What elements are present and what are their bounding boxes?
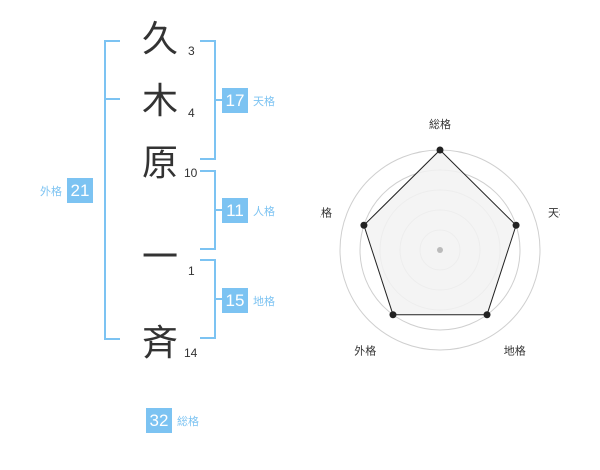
radar-point-1	[436, 146, 444, 154]
chikaku-badge: 15 地格	[222, 288, 275, 313]
stroke-count-1: 3	[188, 44, 195, 58]
radar-point-3	[483, 311, 491, 319]
radar-center-dot	[437, 247, 443, 253]
stroke-count-4: 1	[188, 264, 195, 278]
gaikaku-value: 21	[67, 178, 93, 203]
chikaku-value: 15	[222, 288, 248, 313]
gaikaku-label: 外格	[40, 184, 62, 198]
gaikaku-badge: 外格 21	[40, 178, 93, 203]
stroke-count-3: 10	[184, 166, 198, 180]
radar-axis-label-5: 人格	[320, 205, 332, 219]
tenkaku-label: 天格	[253, 94, 275, 108]
radar-point-4	[389, 311, 397, 319]
name-char-3: 原	[141, 143, 178, 184]
gaikaku-bracket	[104, 40, 120, 340]
stroke-count-2: 4	[188, 106, 195, 120]
soukaku-value: 32	[146, 408, 172, 433]
tenkaku-connector	[214, 99, 222, 101]
jinkaku-label: 人格	[253, 204, 275, 218]
tenkaku-value: 17	[222, 88, 248, 113]
radar-point-2	[512, 221, 520, 229]
name-char-2: 木	[141, 81, 178, 122]
radar-axis-label-2: 天格	[548, 205, 560, 219]
jinkaku-badge: 11 人格	[222, 198, 275, 223]
stroke-count-5: 14	[184, 346, 198, 360]
jinkaku-value: 11	[222, 198, 248, 223]
chikaku-connector	[214, 298, 222, 300]
tenkaku-badge: 17 天格	[222, 88, 275, 113]
fortune-radar-chart: 総格天格地格 外格 人格	[320, 117, 560, 358]
name-char-5: 斉	[141, 323, 178, 364]
radar-data-polygon	[363, 149, 517, 316]
radar-point-5	[360, 221, 368, 229]
chikaku-label: 地格	[253, 294, 275, 308]
name-char-1: 久	[141, 19, 178, 60]
soukaku-label: 総格	[177, 414, 199, 428]
soukaku-badge: 32 総格	[146, 408, 199, 433]
radar-axis-label-3: 地格	[504, 344, 526, 358]
name-char-4: 一	[141, 237, 178, 278]
radar-axis-label-4: 外格	[354, 344, 376, 358]
jinkaku-connector	[214, 209, 222, 211]
radar-axis-label-1: 総格	[429, 117, 451, 131]
gaikaku-divider-tick	[104, 98, 120, 100]
